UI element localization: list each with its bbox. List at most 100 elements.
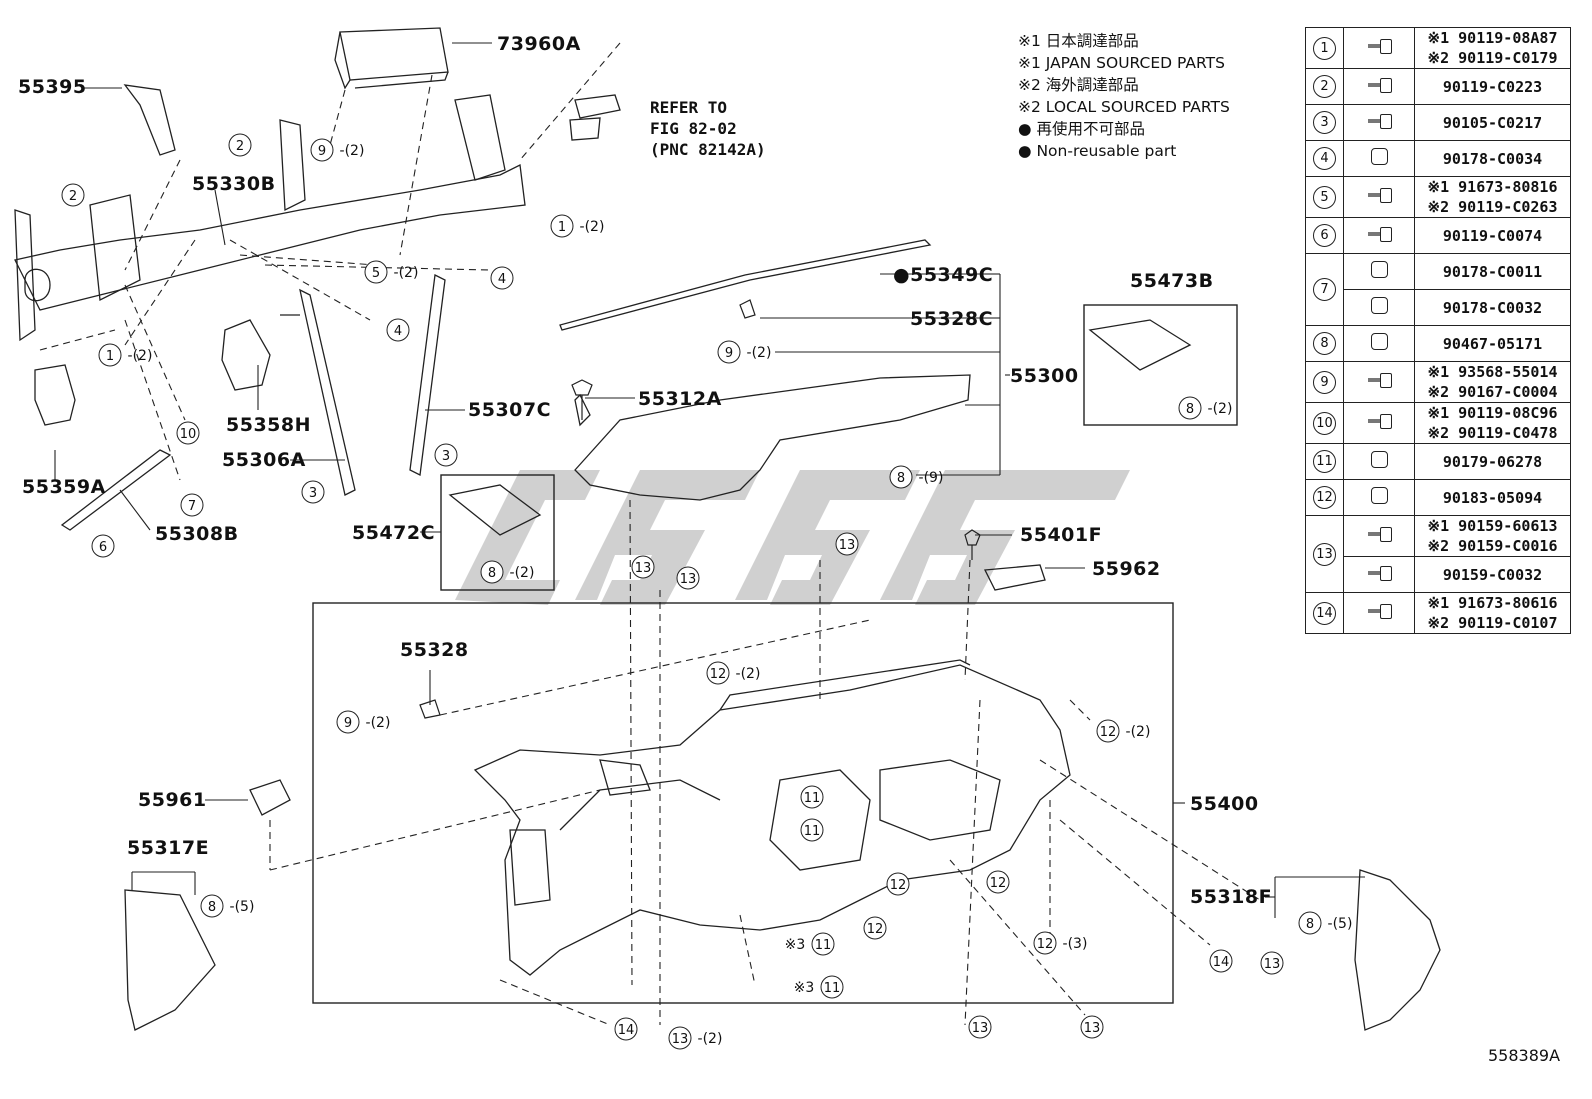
svg-text:9: 9	[344, 716, 352, 731]
callout-13d: 13	[1260, 951, 1284, 975]
part-number-cell: ※1 91673-80816※2 90119-C0263	[1414, 176, 1571, 218]
svg-text:14: 14	[618, 1023, 635, 1038]
svg-text:11: 11	[815, 938, 832, 953]
fastener-picture-cell	[1343, 253, 1415, 290]
callout-12c: 12	[886, 872, 910, 896]
key-cell: 1	[1305, 27, 1344, 69]
part-number: 90467-05171	[1442, 334, 1543, 353]
svg-text:3: 3	[309, 486, 317, 501]
part-number: ※1 93568-55014	[1427, 363, 1558, 381]
callout-11d: 11※3	[794, 975, 844, 999]
airbag-module	[334, 27, 449, 90]
callout-13f: 13	[1080, 1015, 1104, 1039]
svg-text:9: 9	[318, 144, 326, 159]
nut-icon	[1370, 148, 1388, 165]
svg-text:8: 8	[1306, 917, 1314, 932]
svg-text:-(2): -(2)	[698, 1031, 723, 1047]
table-row: 9※1 93568-55014※2 90167-C0004	[1305, 361, 1571, 403]
callout-14a: 14	[1209, 949, 1233, 973]
label-55312A: 55312A	[638, 388, 722, 410]
callout-11c: 11※3	[785, 932, 835, 956]
fastener-picture-cell	[1343, 325, 1415, 362]
refer-line-1: REFER TO	[650, 98, 728, 117]
fastener-picture-cell	[1343, 515, 1415, 557]
part-number-cell: 90159-C0032	[1414, 556, 1571, 593]
svg-text:8: 8	[208, 900, 216, 915]
label-55472C: 55472C	[352, 522, 436, 544]
part-number-cell: 90183-05094	[1414, 479, 1571, 516]
key-number: 5	[1313, 185, 1336, 209]
key-number: 3	[1313, 111, 1336, 134]
table-row: 1※1 90119-08A87※2 90119-C0179	[1305, 27, 1571, 69]
label-55401F: 55401F	[1020, 524, 1103, 546]
fastener-picture-cell	[1343, 592, 1415, 634]
bolt-icon	[1366, 113, 1392, 129]
svg-text:-(9): -(9)	[919, 470, 944, 486]
svg-text:11: 11	[804, 824, 821, 839]
key-cell: 14	[1305, 592, 1344, 634]
svg-text:12: 12	[990, 876, 1007, 891]
fastener-picture-cell	[1343, 479, 1415, 516]
callout-8e: 8 -(5)	[1298, 911, 1353, 935]
braces	[34, 274, 446, 531]
part-number-cell: 90178-C0032	[1414, 289, 1571, 326]
bolt-icon	[1366, 604, 1392, 619]
note-2: ※1 JAPAN SOURCED PARTS	[1018, 54, 1225, 72]
svg-text:8: 8	[897, 471, 905, 486]
svg-text:8: 8	[488, 566, 496, 581]
label-55961: 55961	[138, 789, 207, 811]
part-number: ※2 90167-C0004	[1427, 383, 1558, 401]
svg-text:-(2): -(2)	[510, 565, 535, 581]
part-number: ※1 91673-80816	[1427, 178, 1558, 196]
label-73960A: 73960A	[497, 33, 581, 55]
note-6: ● Non-reusable part	[1018, 142, 1177, 160]
callout-8a: 8-(2)	[1178, 396, 1232, 420]
callout-4b: 4	[386, 318, 410, 342]
fastener-picture-cell	[1343, 402, 1415, 444]
frame-55473B	[1083, 304, 1238, 426]
key-number: 2	[1313, 75, 1336, 98]
label-55300: 55300	[1010, 365, 1079, 387]
legend-notes: ※1 日本調達部品 ※1 JAPAN SOURCED PARTS ※2 海外調達…	[1018, 30, 1230, 162]
svg-text:14: 14	[1213, 955, 1230, 970]
callout-13b: 13	[676, 566, 700, 590]
callout-12f: 12 -(3)	[1033, 931, 1088, 955]
callout-3a: 3	[434, 443, 458, 467]
callout-6: 6	[91, 534, 115, 558]
label-55962: 55962	[1092, 558, 1161, 580]
part-number: 90179-06278	[1442, 452, 1543, 471]
callout-12b: 12-(2)	[1096, 719, 1150, 743]
key-number: 12	[1313, 486, 1336, 509]
instrument-panel-55400	[473, 659, 1071, 976]
svg-text:-(2): -(2)	[580, 219, 605, 235]
key-number: 13	[1313, 542, 1336, 566]
note-3: ※2 海外調達部品	[1018, 76, 1139, 94]
key-cell: 6	[1305, 217, 1344, 254]
part-number: ※1 90119-08A87	[1427, 29, 1558, 47]
part-number: ※2 90119-C0107	[1427, 614, 1558, 632]
svg-text:-(2): -(2)	[747, 345, 772, 361]
svg-text:7: 7	[188, 499, 196, 514]
table-row: 5 ※1 91673-80816※2 90119-C0263	[1305, 176, 1571, 218]
part-number: ※1 91673-80616	[1427, 594, 1558, 612]
part-number: 90178-C0032	[1442, 298, 1543, 317]
bolt-icon	[1366, 527, 1392, 542]
svg-text:-(3): -(3)	[1063, 936, 1088, 952]
part-number: 90178-C0011	[1442, 262, 1543, 281]
part-number-cell: 90178-C0034	[1414, 140, 1571, 177]
key-number: 8	[1313, 332, 1336, 355]
leader-lines	[54, 42, 1365, 918]
bolt-icon	[1366, 188, 1392, 203]
fastener-picture-cell	[1343, 443, 1415, 480]
svg-text:-(5): -(5)	[1328, 916, 1353, 932]
svg-text:12: 12	[1100, 725, 1117, 740]
svg-text:1: 1	[106, 349, 114, 364]
label-55307C: 55307C	[468, 399, 552, 421]
svg-text:13: 13	[680, 572, 697, 587]
svg-text:12: 12	[1037, 937, 1054, 952]
part-number: 90183-05094	[1442, 488, 1543, 507]
